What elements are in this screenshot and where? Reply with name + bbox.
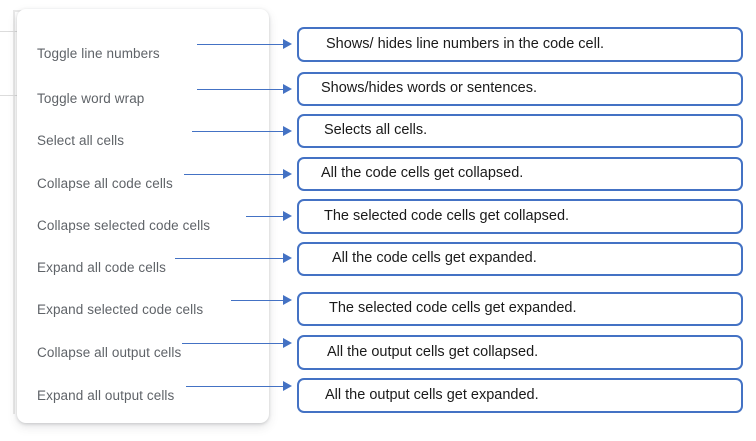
menu-item-label: Expand all output cells xyxy=(37,388,175,403)
menu-item-collapse-selected-code-cells[interactable]: Collapse selected code cells xyxy=(37,215,210,237)
description-box-toggle-word-wrap: Shows/hides words or sentences. xyxy=(297,72,743,106)
description-text: Shows/ hides line numbers in the code ce… xyxy=(326,35,605,52)
menu-item-list: Toggle line numbers Toggle word wrap Sel… xyxy=(17,9,269,423)
menu-item-label: Select all cells xyxy=(37,133,125,148)
menu-item-expand-selected-code-cells[interactable]: Expand selected code cells xyxy=(37,299,203,321)
description-text: All the output cells get collapsed. xyxy=(327,343,539,360)
menu-item-label: Toggle word wrap xyxy=(37,91,145,106)
background-rule-vertical xyxy=(13,10,15,414)
description-text: Selects all cells. xyxy=(324,122,428,139)
description-text: All the output cells get expanded. xyxy=(325,386,539,403)
description-box-collapse-all-code-cells: All the code cells get collapsed. xyxy=(297,157,743,191)
description-text: All the code cells get expanded. xyxy=(332,250,537,267)
menu-item-toggle-line-numbers[interactable]: Toggle line numbers xyxy=(37,43,160,65)
menu-item-collapse-all-output-cells[interactable]: Collapse all output cells xyxy=(37,342,181,364)
description-box-expand-selected-code-cells: The selected code cells get expanded. xyxy=(297,292,743,326)
description-box-toggle-line-numbers: Shows/ hides line numbers in the code ce… xyxy=(297,27,743,62)
description-box-expand-all-output-cells: All the output cells get expanded. xyxy=(297,378,743,413)
menu-item-label: Expand selected code cells xyxy=(37,302,204,317)
description-box-collapse-all-output-cells: All the output cells get collapsed. xyxy=(297,335,743,370)
description-text: Shows/hides words or sentences. xyxy=(321,80,537,97)
description-box-select-all-cells: Selects all cells. xyxy=(297,114,743,148)
description-text: The selected code cells get collapsed. xyxy=(324,207,570,224)
menu-item-label: Expand all code cells xyxy=(37,260,166,275)
context-menu-panel: Toggle line numbers Toggle word wrap Sel… xyxy=(17,9,269,423)
description-box-expand-all-code-cells: All the code cells get expanded. xyxy=(297,242,743,276)
menu-item-expand-all-output-cells[interactable]: Expand all output cells xyxy=(37,385,174,407)
background-separator-1 xyxy=(0,31,22,32)
menu-item-toggle-word-wrap[interactable]: Toggle word wrap xyxy=(37,88,144,110)
menu-item-select-all-cells[interactable]: Select all cells xyxy=(37,130,124,152)
menu-item-expand-all-code-cells[interactable]: Expand all code cells xyxy=(37,257,166,279)
menu-item-label: Collapse all output cells xyxy=(37,345,182,360)
description-text: All the code cells get collapsed. xyxy=(321,165,524,182)
menu-item-label: Toggle line numbers xyxy=(37,46,160,61)
description-text: The selected code cells get expanded. xyxy=(329,300,577,317)
background-separator-2 xyxy=(0,95,22,96)
menu-item-label: Collapse all code cells xyxy=(37,176,173,191)
menu-item-collapse-all-code-cells[interactable]: Collapse all code cells xyxy=(37,173,173,195)
menu-item-label: Collapse selected code cells xyxy=(37,218,211,233)
description-box-collapse-selected-code-cells: The selected code cells get collapsed. xyxy=(297,199,743,234)
